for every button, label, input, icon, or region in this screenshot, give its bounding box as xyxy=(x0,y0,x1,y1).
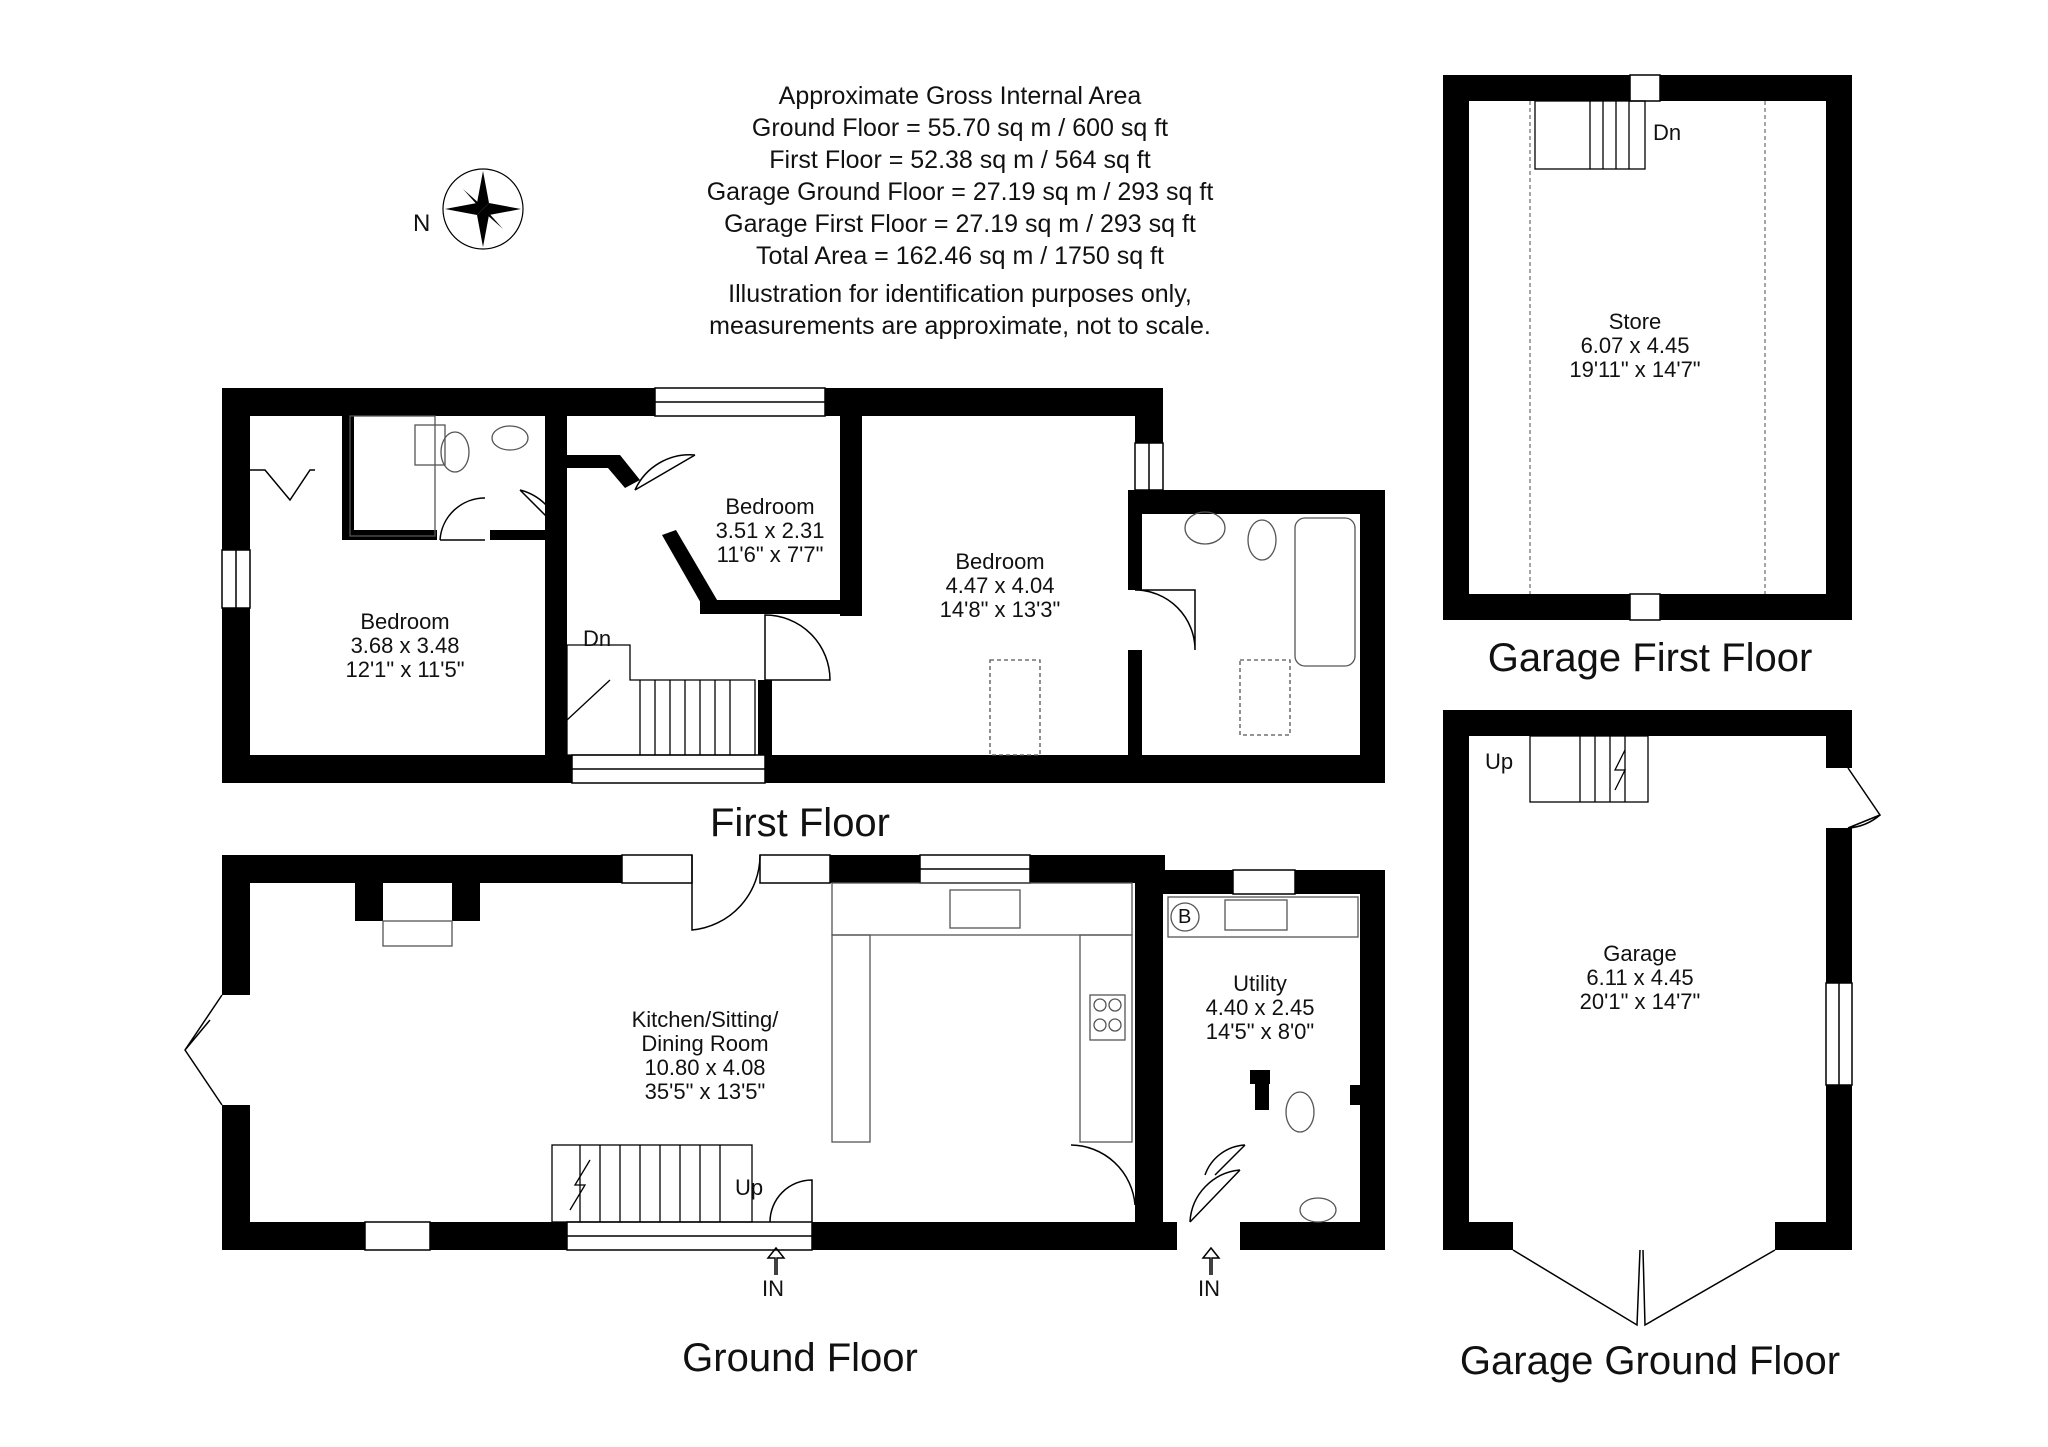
floor-title-garage-first: Garage First Floor xyxy=(1487,636,1813,680)
entrance-arrow-icon xyxy=(766,1246,786,1275)
disclaimer-line: measurements are approximate, not to sca… xyxy=(709,312,1211,340)
area-line: Total Area = 162.46 sq m / 1750 sq ft xyxy=(756,242,1164,270)
first-floor-walls xyxy=(222,388,1385,783)
room-label-garage: Garage 6.11 x 4.45 20'1" x 14'7" xyxy=(1579,941,1701,1014)
windows xyxy=(221,74,1853,1251)
area-summary: Approximate Gross Internal Area Ground F… xyxy=(660,80,1260,342)
area-line: Garage First Floor = 27.19 sq m / 293 sq… xyxy=(724,210,1196,238)
stair-label-ground: Up xyxy=(735,1175,764,1200)
area-line: Garage Ground Floor = 27.19 sq m / 293 s… xyxy=(706,178,1214,206)
stair-label-garage-ground: Up xyxy=(1485,749,1514,774)
floor-title-garage-ground: Garage Ground Floor xyxy=(1459,1339,1841,1383)
compass-rose-icon xyxy=(442,168,524,250)
area-title: Approximate Gross Internal Area xyxy=(778,82,1142,110)
garage-first-floor-walls xyxy=(1443,75,1852,620)
room-label-store: Store 6.07 x 4.45 19'11" x 14'7" xyxy=(1569,309,1701,382)
garage-ground-floor-walls xyxy=(1443,710,1852,1250)
entrance-label: IN xyxy=(762,1276,784,1301)
room-label-bedroom-2: Bedroom 3.51 x 2.31 11'6" x 7'7" xyxy=(715,494,825,567)
disclaimer-line: Illustration for identification purposes… xyxy=(728,280,1192,308)
staircases xyxy=(551,100,1766,1223)
room-label-bedroom-3: Bedroom 4.47 x 4.04 14'8" x 13'3" xyxy=(939,549,1061,622)
entrance-arrow-icon xyxy=(1201,1246,1221,1275)
ground-floor-walls xyxy=(222,855,1385,1250)
floor-title-first: First Floor xyxy=(710,801,890,845)
boiler-label: B xyxy=(1178,906,1192,928)
area-line: Ground Floor = 55.70 sq m / 600 sq ft xyxy=(751,114,1169,142)
room-label-utility: Utility 4.40 x 2.45 14'5" x 8'0" xyxy=(1205,971,1315,1044)
floor-title-ground: Ground Floor xyxy=(682,1336,918,1380)
door-swings xyxy=(184,454,1882,1327)
stair-label-first: Dn xyxy=(583,626,612,651)
entrance-arrows xyxy=(766,1246,1221,1275)
fixtures xyxy=(349,415,1359,1223)
entrance-label: IN xyxy=(1198,1276,1220,1301)
compass-north-label: N xyxy=(413,210,431,237)
stair-label-garage-first: Dn xyxy=(1653,120,1682,145)
room-label-bedroom-1: Bedroom 3.68 x 3.48 12'1" x 11'5" xyxy=(345,609,465,682)
room-label-kitchen: Kitchen/Sitting/ Dining Room 10.80 x 4.0… xyxy=(631,1007,779,1104)
area-line: First Floor = 52.38 sq m / 564 sq ft xyxy=(769,146,1151,174)
